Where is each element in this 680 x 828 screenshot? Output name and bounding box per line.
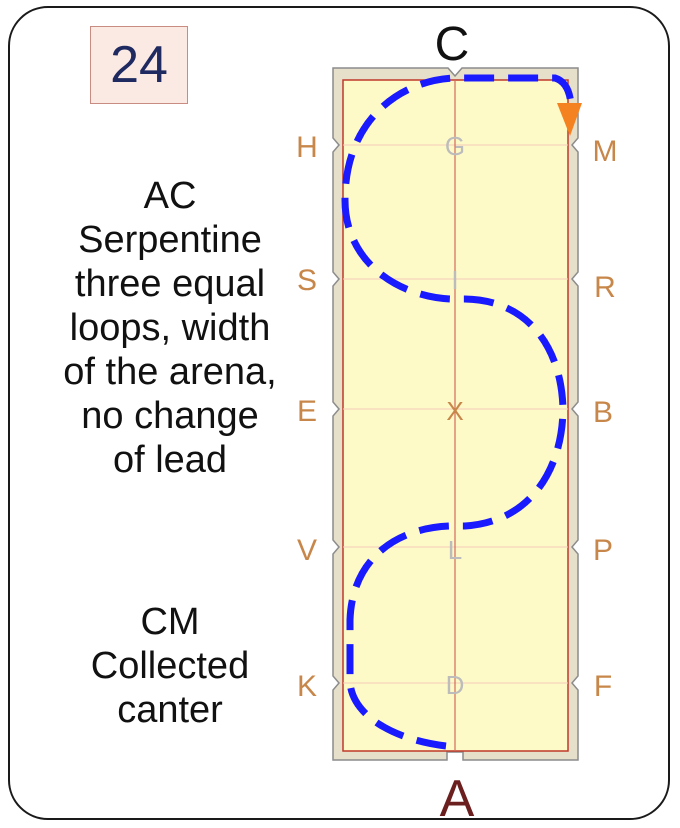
marker-letter-p: P [593, 534, 613, 567]
direction-arrow-icon [557, 103, 582, 136]
marker-letter-v: V [297, 534, 317, 567]
movement-line: canter [117, 689, 223, 731]
centerline-letter-g: G [445, 131, 465, 161]
movement-line: Collected [90, 645, 250, 687]
movement-line: no change [81, 395, 259, 437]
movement-ac-serpentine: AC Serpentine three equal loops, width o… [20, 174, 320, 482]
movement-line: of lead [112, 439, 228, 481]
test-number-box: 24 [90, 26, 188, 104]
marker-letter-s: S [297, 264, 317, 297]
movement-line: loops, width [69, 307, 271, 349]
centerline-letter-i: I [451, 265, 458, 295]
marker-letter-m: M [593, 135, 618, 168]
movement-line: CM [140, 601, 200, 643]
movement-line: Serpentine [78, 219, 262, 261]
marker-letter-r: R [594, 271, 616, 304]
marker-letter-b: B [593, 396, 613, 429]
marker-letter-h: H [296, 131, 318, 164]
centerline-letter-d: D [446, 670, 465, 700]
centerline-letter-l: L [448, 535, 462, 565]
movement-line: three equal [74, 263, 266, 305]
marker-letter-e: E [297, 395, 317, 428]
test-number: 24 [110, 36, 168, 94]
marker-letter-k: K [297, 670, 317, 703]
end-letter-a: A [440, 770, 475, 828]
movement-cm-collected-canter: CM Collected canter [20, 600, 320, 732]
serpentine-path [341, 74, 575, 750]
movement-line: of the arena, [63, 351, 277, 393]
movement-line: AC [143, 175, 197, 217]
centerline-letter-x: X [446, 396, 463, 426]
end-letter-c: C [435, 18, 470, 71]
marker-letter-f: F [594, 670, 612, 703]
